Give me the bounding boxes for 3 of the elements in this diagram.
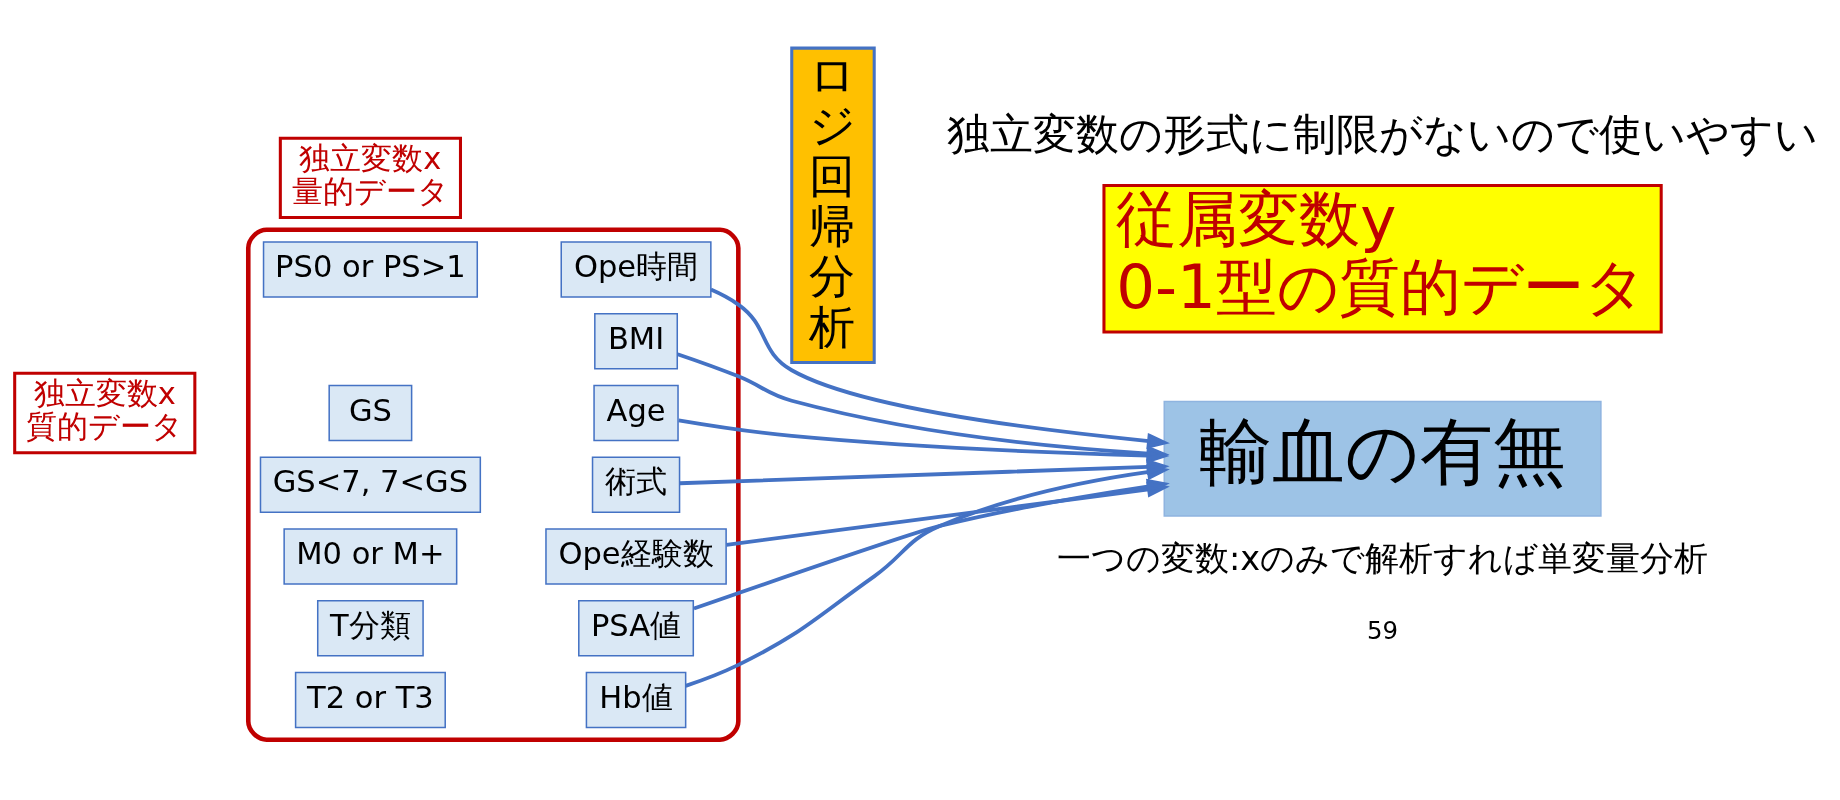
label: 独立変数の形式に制限がないので使いやすい xyxy=(947,108,1819,159)
label: 59 xyxy=(1367,615,1399,645)
label: 一つの変数:xのみで解析すれば単変量分析 xyxy=(1056,538,1709,578)
